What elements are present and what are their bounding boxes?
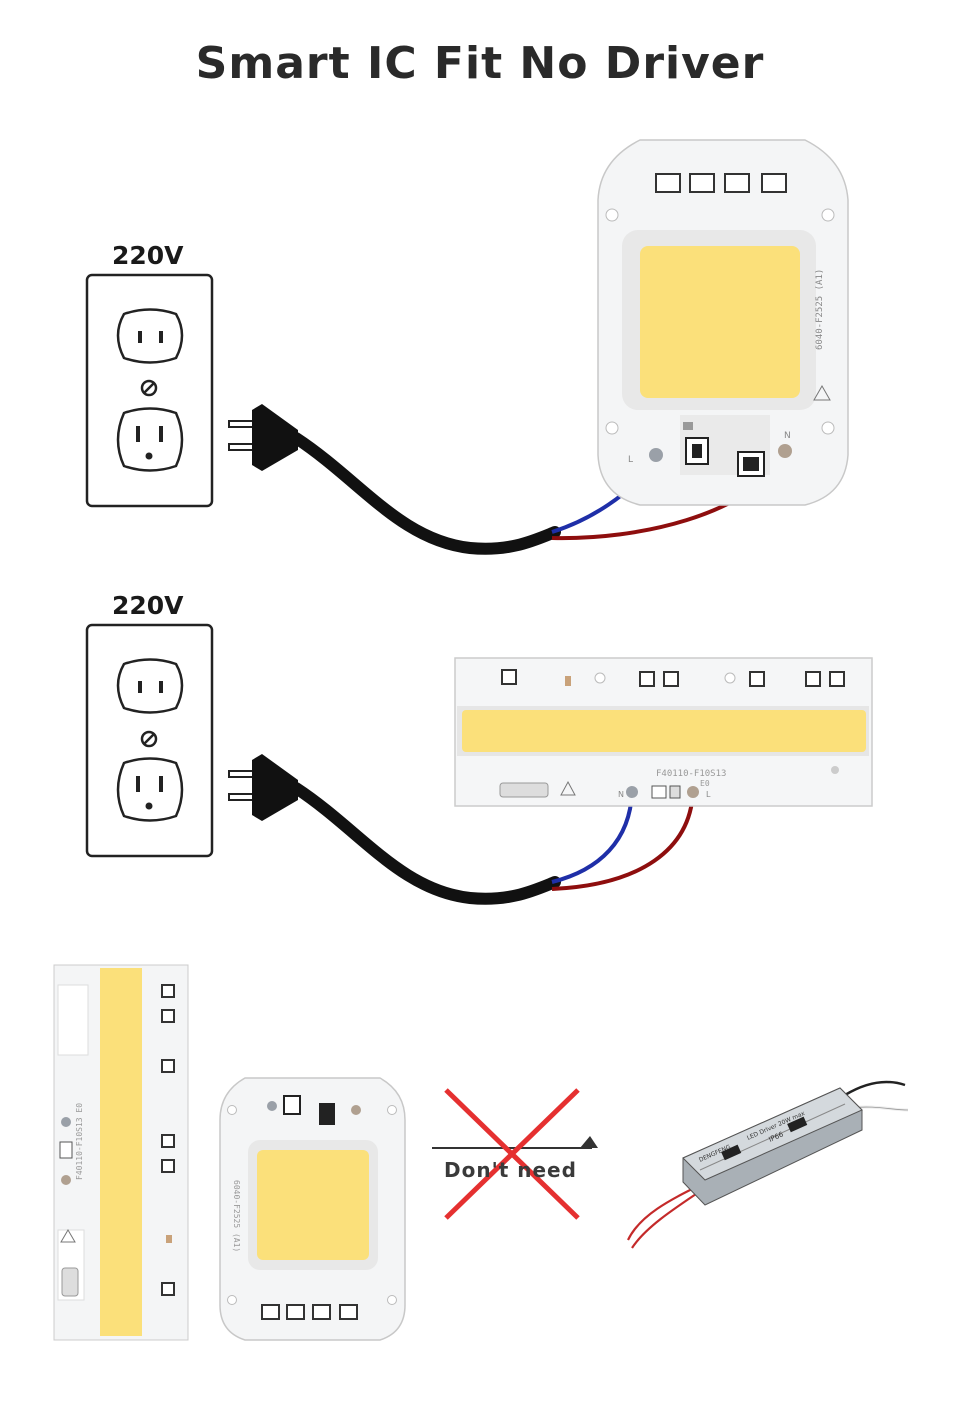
cob-chip-bar: F40110-F10S13 E0 N L [454, 657, 873, 807]
power-plug-top [228, 404, 561, 555]
chip-square-pin-n: N [784, 431, 791, 441]
wire-blue-bottom [551, 791, 634, 884]
power-plug-bottom [228, 754, 561, 905]
warning-icon [813, 384, 831, 401]
strip-model: F40110-F10S13 E0 [75, 1103, 84, 1180]
chip-square-pin-l: L [628, 455, 633, 465]
chip-square-model: 6040-F2525 (A1) [815, 269, 825, 350]
chip-small-model: 6040-F2525 (A1) [232, 1180, 241, 1252]
chip-bar-sub: E0 [700, 779, 710, 788]
cob-strip-vertical: F40110-F10S13 E0 [53, 964, 189, 1341]
voltage-label-top: 220V [112, 241, 184, 270]
bar-warning-icon [560, 780, 576, 796]
page-title: Smart IC Fit No Driver [195, 38, 765, 89]
wire-red-bottom [551, 791, 695, 891]
chip-bar-model: F40110-F10S13 [656, 769, 726, 779]
wall-outlet-bottom [85, 623, 214, 858]
cob-chip-small: 6040-F2525 (A1) [219, 1077, 406, 1341]
led-driver-box: DENGFENG LED Driver 20W max IP66 [627, 1080, 909, 1249]
cob-chip-square: 6040-F2525 (A1) L N [597, 139, 849, 506]
dont-need-label: Don't need [444, 1158, 577, 1182]
wall-outlet-top [85, 273, 214, 508]
dont-need-mark [432, 1088, 598, 1220]
chip-bar-pin-n: N [618, 790, 624, 799]
chip-bar-pin-l: L [706, 790, 711, 799]
voltage-label-bottom: 220V [112, 591, 184, 620]
